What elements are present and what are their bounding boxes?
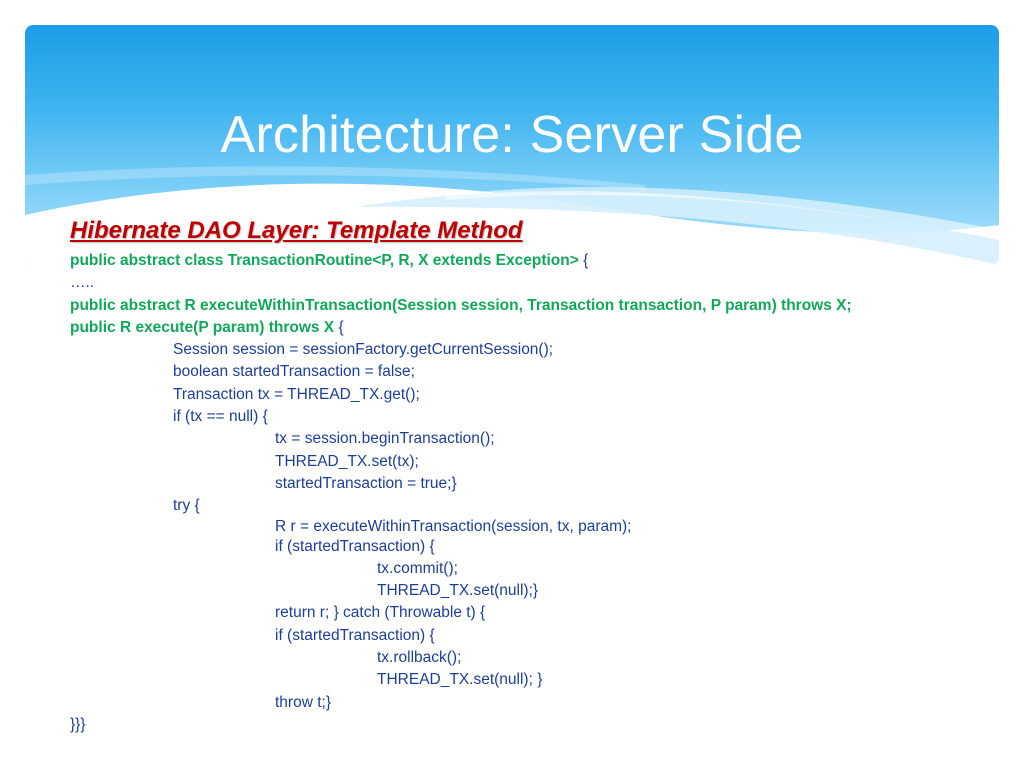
code-line: if (startedTransaction) { <box>275 626 435 644</box>
code-line: public abstract class TransactionRoutine… <box>70 252 589 269</box>
code-line: THREAD_TX.set(tx); <box>275 452 419 470</box>
code-line: public abstract R executeWithinTransacti… <box>70 296 852 314</box>
code-line: if (startedTransaction) { <box>275 537 435 555</box>
code-line: public R execute(P param) throws X { <box>70 318 344 336</box>
code-line: return r; } catch (Throwable t) { <box>275 604 486 622</box>
code-line: Session session = sessionFactory.getCurr… <box>173 341 554 359</box>
code-line: startedTransaction = true;} <box>275 474 457 492</box>
wave-decoration <box>25 166 999 265</box>
code-line: R r = executeWithinTransaction(session, … <box>275 517 632 535</box>
code-line: }}} <box>70 715 86 733</box>
code-line: if (tx == null) { <box>173 408 268 426</box>
slide-title: Architecture: Server Side <box>220 106 804 164</box>
code-line: THREAD_TX.set(null); } <box>377 671 543 689</box>
code-line: try { <box>173 497 200 515</box>
section-heading: Hibernate DAO Layer: Template Method <box>70 217 523 244</box>
slide-header-banner: Architecture: Server Side <box>25 25 999 265</box>
code-line: throw t;} <box>275 693 331 711</box>
code-line: boolean startedTransaction = false; <box>173 363 415 381</box>
code-line: tx.commit(); <box>377 559 458 577</box>
code-line: ….. <box>70 274 95 292</box>
slide-content: Hibernate DAO Layer: Template Method pub… <box>70 212 990 736</box>
code-line: tx = session.beginTransaction(); <box>275 430 495 448</box>
code-line: THREAD_TX.set(null);} <box>377 582 539 600</box>
code-line: tx.rollback(); <box>377 649 462 667</box>
code-line: Transaction tx = THREAD_TX.get(); <box>173 385 420 403</box>
